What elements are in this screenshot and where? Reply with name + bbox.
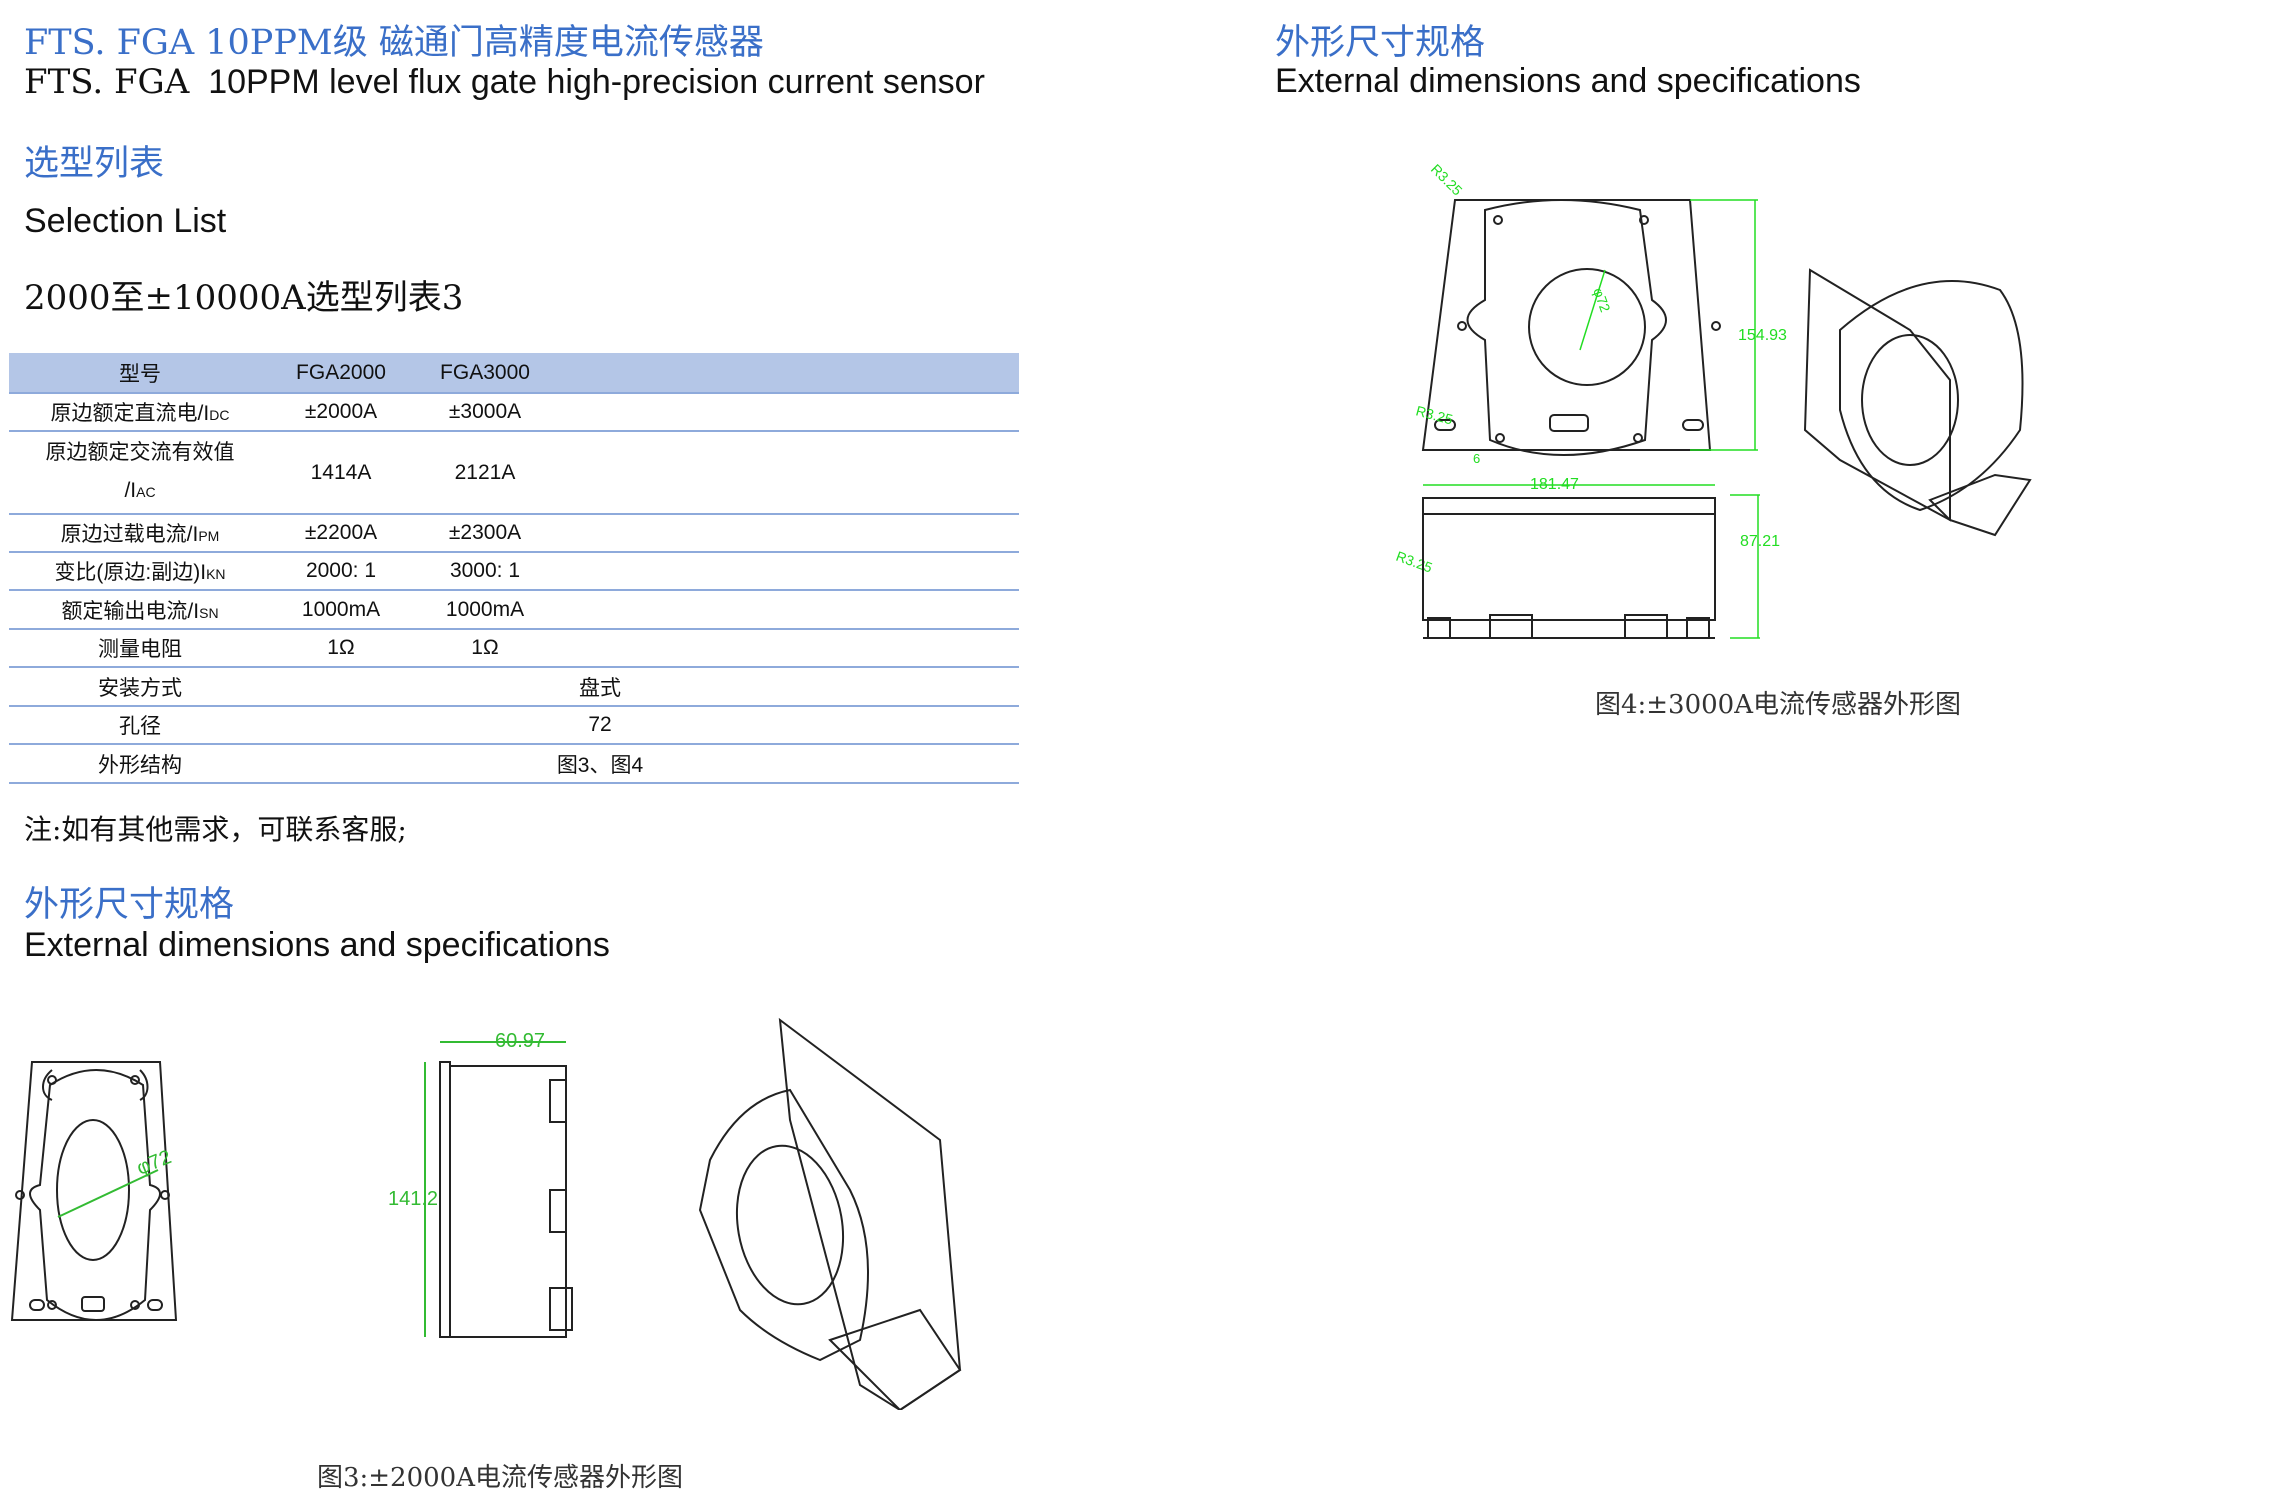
header-model: 型号 (9, 353, 271, 394)
table-row: 安装方式 盘式 (9, 667, 1019, 707)
row-label: 测量电阻 (9, 629, 271, 668)
cell: ±2000A (271, 393, 411, 432)
cell: 2000: 1 (271, 552, 411, 591)
cell: 2121A (411, 431, 559, 515)
side-view (1422, 497, 1716, 639)
fig3-diameter-label: φ72 (134, 1146, 175, 1180)
front-view (1421, 199, 1721, 456)
selection-table: 型号 FGA2000 FGA3000 原边额定直流电/IDC ±2000A ±3… (9, 353, 1019, 784)
figure3-caption: 图3:±2000A电流传感器外形图 (316, 1463, 684, 1493)
figure4-caption: 图4:±3000A电流传感器外形图 (1594, 690, 1962, 720)
front-view (10, 1061, 178, 1321)
cell: 3000: 1 (411, 552, 559, 591)
right-dims-heading-en: External dimensions and specifications (1275, 62, 1861, 100)
table-row: 测量电阻 1Ω 1Ω (9, 629, 1019, 668)
cell: 1Ω (271, 629, 411, 668)
row-label: 孔径 (9, 706, 271, 745)
row-label-sub: AC (136, 484, 156, 500)
section-heading-cn: 选型列表 (24, 144, 165, 184)
cell: ±2200A (271, 514, 411, 553)
row-label-sub: PM (198, 528, 220, 544)
side-view: 60.97 141.2 (388, 1030, 573, 1338)
row-label: 原边额定直流电/I (50, 402, 210, 425)
header-fga2000: FGA2000 (271, 353, 411, 394)
dimension-lines (1423, 199, 1760, 639)
dims-heading-cn: 外形尺寸规格 (24, 885, 235, 925)
fig4-width-label: 181.47 (1530, 476, 1579, 493)
cell: ±2300A (411, 514, 559, 553)
fig3-height-label: 141.2 (388, 1188, 438, 1210)
cell: 1000mA (271, 590, 411, 630)
title-cn: FTS. FGA 10PPM级 磁通门高精度电流传感器 (24, 23, 764, 63)
table-row: 外形结构 图3、图4 (9, 744, 1019, 784)
table-row: 孔径 72 (9, 706, 1019, 745)
title-en-text: 10PPM level flux gate high-precision cur… (208, 63, 985, 101)
row-label: 变比(原边:副边)I (54, 561, 207, 584)
row-label: 安装方式 (9, 667, 271, 707)
figure4-drawing: 154.93 181.47 87.21 φ72 R3.25 R3.25 R3.2… (1394, 161, 2032, 639)
fig4-diameter-label: φ72 (1590, 286, 1614, 315)
table-row: 原边额定直流电/IDC ±2000A ±3000A (9, 393, 1019, 432)
table-row: 原边过载电流/IPM ±2200A ±2300A (9, 514, 1019, 553)
note: 注:如有其他需求，可联系客服; (24, 813, 407, 846)
fig4-six-label: 6 (1473, 451, 1480, 466)
dims-heading-en: External dimensions and specifications (24, 926, 610, 964)
section-heading-en: Selection List (24, 202, 227, 240)
fig4-radius-label-top: R3.25 (1428, 161, 1466, 199)
title-en-prefix: FTS. FGA (24, 62, 190, 102)
row-label-2: /I (124, 479, 137, 502)
row-label-sub: SN (199, 604, 219, 621)
cell: 1000mA (411, 590, 559, 630)
cell: ±3000A (411, 393, 559, 432)
title-en: FTS. FGA 10PPM level flux gate high-prec… (24, 62, 985, 102)
table-row: 变比(原边:副边)IKN 2000: 1 3000: 1 (9, 552, 1019, 591)
row-label-sub: DC (209, 407, 230, 423)
merged-cell: 图3、图4 (271, 744, 1019, 784)
cell: 1414A (271, 431, 411, 515)
cell: 1Ω (411, 629, 559, 668)
row-label: 额定输出电流/I (61, 599, 200, 623)
header-fga3000: FGA3000 (411, 353, 559, 394)
table-row: 额定输出电流/ISN 1000mA 1000mA (9, 590, 1019, 630)
row-label: 外形结构 (9, 744, 271, 784)
fig4-height-label: 154.93 (1738, 327, 1787, 344)
isometric-view (1803, 268, 2032, 537)
row-label: 原边过载电流/I (60, 523, 199, 546)
right-dims-heading-cn: 外形尺寸规格 (1275, 23, 1486, 63)
merged-cell: 盘式 (271, 667, 1019, 707)
fig4-radius-label-side: R3.25 (1394, 548, 1435, 576)
table-header-row: 型号 FGA2000 FGA3000 (9, 353, 1019, 394)
row-label-sub: KN (206, 566, 226, 582)
table-row: 原边额定交流有效值/IAC 1414A 2121A (9, 431, 1019, 515)
fig4-depth-label: 87.21 (1740, 533, 1780, 550)
isometric-view (698, 1017, 962, 1410)
table-title: 2000至±10000A选型列表3 (24, 278, 464, 318)
row-label: 原边额定交流有效值 (45, 441, 235, 464)
merged-cell: 72 (271, 706, 1019, 745)
fig3-width-label: 60.97 (495, 1030, 545, 1052)
figure3-drawing: φ72 60.97 141.2 (10, 1017, 962, 1410)
